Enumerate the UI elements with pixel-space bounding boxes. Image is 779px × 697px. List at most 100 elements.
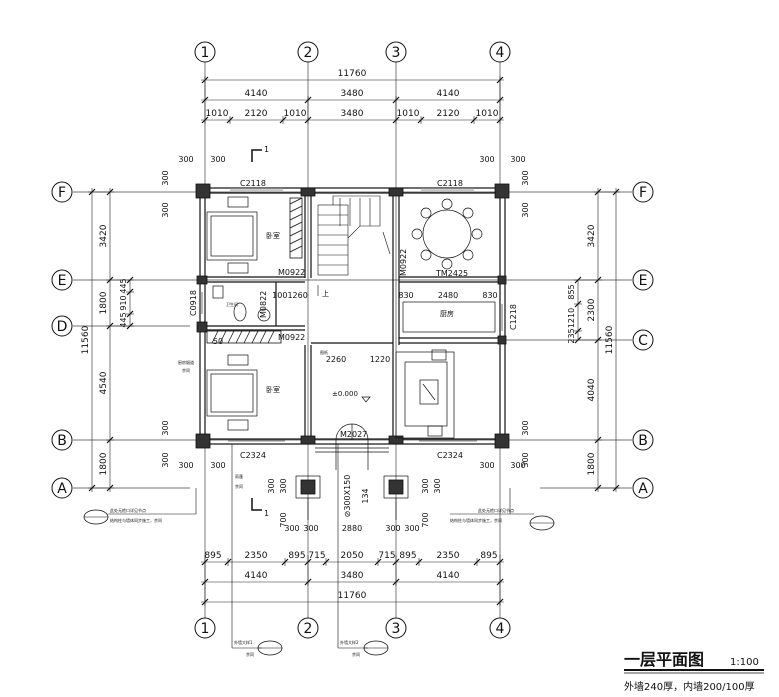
stair-note: 图纸 <box>320 349 328 355</box>
section-number-top: 1 <box>264 145 269 154</box>
left-bay-4-dim: 1800 <box>99 452 109 475</box>
corner-dim-13: 300 <box>479 461 494 470</box>
wc-toilet <box>233 302 247 322</box>
window-bottom-left-label: C2324 <box>240 451 266 460</box>
porch-dim-3: 2880 <box>342 524 362 533</box>
window-labels: C2118 C2118 C2324 C2324 C0918 C1218 <box>189 179 518 460</box>
porch-dim-5: 300 <box>404 524 419 533</box>
porch-beam-dim: ⊘300X150 <box>343 475 352 518</box>
top-opening-7-dim: 1010 <box>476 109 499 119</box>
porch-side-dim-2: 300 <box>279 478 288 493</box>
axis-label-4-top: 4 <box>496 45 505 61</box>
level-label: ±0.000 <box>332 390 358 398</box>
porch-dim-2: 300 <box>303 524 318 533</box>
room-bedroom-top: 卧室 <box>266 231 280 240</box>
wc-dim: 1001260 <box>272 291 308 300</box>
axis-label-2-bottom: 2 <box>304 621 313 637</box>
stair <box>317 195 391 296</box>
right-bay-1-dim: 3420 <box>587 224 597 247</box>
kitchen-dim-3: 830 <box>482 291 497 300</box>
left-small-1-dim: 445 <box>119 278 128 293</box>
bottom-opening-3-dim: 895 <box>288 551 305 561</box>
right-note-line-2: 结构柱与墙体同步施工，余同 <box>450 517 502 523</box>
door-labels: M0922 M0922 M0922 M0822 M2027 TM2425 <box>259 249 468 439</box>
door-entrance-label: M2027 <box>340 430 367 439</box>
porch-note-2: 余同 <box>235 483 243 489</box>
axis-label-E-right: E <box>639 273 648 289</box>
section-number-bottom: 1 <box>264 509 269 518</box>
kitchen-dim-1: 830 <box>398 291 413 300</box>
bottom-opening-5-dim: 2050 <box>341 551 364 561</box>
room-kitchen: 厨房 <box>440 309 454 318</box>
callout-notes: 此处无檐口详见节点 结构柱与墙体同步施工，余同 此处无檐口详见节点 结构柱与墙体… <box>83 444 555 657</box>
corner-dim-2: 300 <box>210 155 225 164</box>
bed-top <box>206 211 258 261</box>
bed-bottom <box>206 369 258 417</box>
section-numbers: 1 1 <box>264 145 269 518</box>
corner-dim-3: 300 <box>479 155 494 164</box>
axis-bubbles <box>51 41 654 639</box>
axis-label-3-top: 3 <box>392 45 401 61</box>
porch-side-dim-6: 700 <box>421 512 430 527</box>
bottom-bay-1-dim: 4140 <box>245 571 268 581</box>
bottom-opening-2-dim: 2350 <box>245 551 268 561</box>
axis-label-4-bottom: 4 <box>496 621 505 637</box>
bottom-opening-1-dim: 895 <box>204 551 221 561</box>
drawing-scale: 1:100 <box>730 657 759 668</box>
door-wc-label: M0822 <box>259 291 268 318</box>
top-dimension-texts: 11760 4140 3480 4140 1010 2120 1010 3480… <box>206 69 499 119</box>
bottom-dimension-ticks <box>201 558 504 606</box>
axis-label-E-left: E <box>58 273 67 289</box>
corner-dim-7: 300 <box>521 170 530 185</box>
axis-label-3-bottom: 3 <box>392 621 401 637</box>
axis-label-D-left: D <box>57 319 68 335</box>
dining-chairs <box>411 198 483 270</box>
top-opening-4-dim: 3480 <box>341 109 364 119</box>
right-dimension-texts: 11560 3420 2300 4040 1800 855 1210 235 <box>567 224 615 475</box>
corner-dim-9: 300 <box>161 420 170 435</box>
bottom-opening-9-dim: 895 <box>480 551 497 561</box>
living-dim-2: 1220 <box>370 355 390 364</box>
axis-label-1-top: 1 <box>201 45 210 61</box>
axis-grid-lines <box>73 62 632 618</box>
porch-dim-1: 300 <box>284 524 299 533</box>
porch-note: 雨蓬 <box>235 473 243 479</box>
doors-graphic <box>335 423 369 470</box>
bottom-dimension-texts: 895 2350 895 715 2050 715 895 2350 895 4… <box>204 551 497 601</box>
bottom-dimension-lines <box>201 555 504 606</box>
window-top-right-label: C2118 <box>437 179 463 188</box>
bottom-overall-dim: 11760 <box>338 591 367 601</box>
left-bay-1-dim: 3420 <box>99 224 109 247</box>
top-bay-3-dim: 4140 <box>437 89 460 99</box>
corner-dim-12: 300 <box>210 461 225 470</box>
kitchen-counter <box>402 301 496 333</box>
top-overall-dim: 11760 <box>338 69 367 79</box>
corner-dim-1: 300 <box>178 155 193 164</box>
axis-bubble-labels: 1 2 3 4 1 2 3 4 F E D B A F E C B A <box>57 45 649 637</box>
coffee-table <box>419 379 439 405</box>
wall-detail-1-label: 外墙大样1 <box>234 639 253 645</box>
wall-detail-1-label-b: 余同 <box>246 651 254 657</box>
nightstand-top-1 <box>227 196 249 208</box>
porch-dim-4: 300 <box>385 524 400 533</box>
top-bay-1-dim: 4140 <box>245 89 268 99</box>
door-dining-label: M0922 <box>399 249 408 276</box>
right-dimension-ticks <box>574 188 620 492</box>
bottom-bay-2-dim: 3480 <box>341 571 364 581</box>
right-note-line-1: 此处无檐口详见节点 <box>478 507 514 513</box>
shaft-note: 厨房烟道 <box>178 359 194 365</box>
top-opening-1-dim: 1010 <box>206 109 229 119</box>
left-small-3-dim: 445 <box>119 312 128 327</box>
right-small-3-dim: 235 <box>567 328 576 343</box>
right-bay-4-dim: 1800 <box>587 452 597 475</box>
dining-table <box>422 209 472 259</box>
columns <box>195 183 510 495</box>
drawing-subtitle: 外墙240厚，内墙200/100厚 <box>624 680 755 693</box>
axis-label-F-left: F <box>58 185 66 201</box>
nightstand-bottom-1 <box>227 354 249 366</box>
axis-label-A-left: A <box>57 481 67 497</box>
room-wc: 卫生间 <box>226 301 238 307</box>
title-block: 一层平面图 1:100 外墙240厚，内墙200/100厚 <box>624 650 764 693</box>
right-small-2-dim: 1210 <box>567 308 576 328</box>
window-top-left-label: C2118 <box>240 179 266 188</box>
